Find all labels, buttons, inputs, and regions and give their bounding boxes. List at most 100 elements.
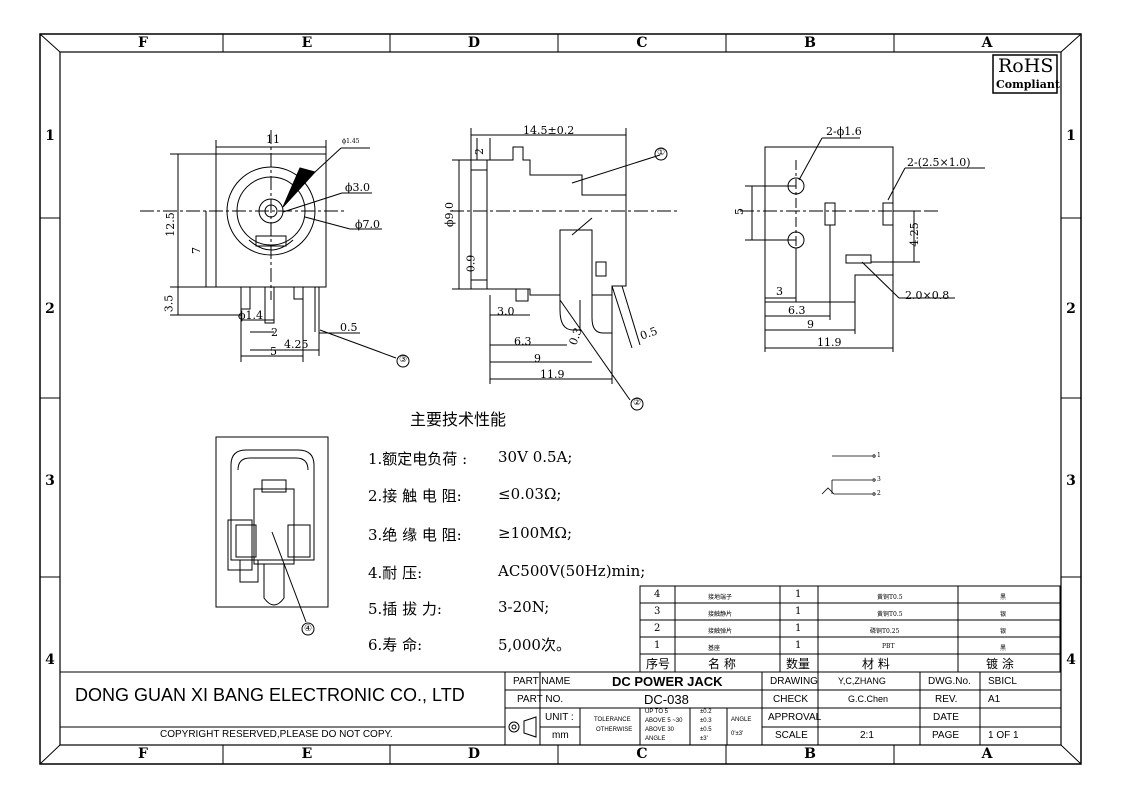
zone-top-6: A	[981, 35, 993, 51]
zone-left-4: 4	[45, 652, 55, 668]
callout-4: ④	[304, 624, 313, 634]
zone-bottom-4: C	[636, 746, 648, 762]
side-dim-dia: ϕ9.0	[443, 202, 456, 227]
bom-row-1-finish: 黑	[1000, 645, 1007, 652]
otherwise-label: OTHERWISE	[596, 727, 633, 733]
zone-top-5: B	[804, 35, 816, 51]
bom-header-no: 序号	[646, 657, 671, 671]
detail-view	[215, 436, 329, 636]
zone-right-3: 3	[1066, 473, 1076, 489]
bom-row-1-no: 1	[654, 640, 661, 651]
bom-row-2-finish: 银	[1000, 628, 1007, 635]
front-dim-425: 4.25	[284, 338, 309, 351]
tol-range-4: ANGLE	[645, 736, 666, 742]
check-label: CHECK	[773, 694, 809, 705]
front-dim-center: 7	[190, 247, 203, 254]
bom-row-2-no: 2	[654, 623, 661, 634]
front-dim-height: 12.5	[163, 212, 177, 237]
switch-schematic	[821, 454, 876, 496]
front-dim-pin-length: 3.5	[162, 294, 176, 313]
tol-value-3: ±0.5	[700, 727, 712, 733]
zone-bottom-5: B	[804, 746, 816, 762]
rohs-title: RoHS	[998, 55, 1054, 77]
zone-right-4: 4	[1066, 652, 1076, 668]
scale-label: SCALE	[775, 730, 808, 741]
side-dim-9: 9	[534, 352, 541, 365]
part-no-label: PART NO.	[517, 694, 564, 705]
drawing-value: Y,C,ZHANG	[838, 676, 886, 686]
side-dim-63: 6.3	[514, 335, 532, 348]
zone-top-3: D	[467, 35, 481, 51]
date-label: DATE	[933, 712, 959, 723]
bom-row-1-material: PBT	[882, 643, 895, 650]
bom-row-2-material: 磷铜T0.25	[870, 628, 900, 635]
bom-row-4-finish: 黑	[1000, 594, 1007, 601]
bom-header-material: 材 料	[862, 657, 890, 671]
unit-label: UNIT :	[545, 712, 574, 723]
bom-row-3-name: 接触静片	[708, 611, 733, 618]
tol-range-2: ABOVE 5 ~30	[645, 718, 683, 724]
part-name-label: PART NAME	[513, 676, 571, 687]
company-name: DONG GUAN XI BANG ELECTRONIC CO., LTD	[75, 685, 465, 705]
spec-value-4: AC500V(50Hz)min;	[498, 562, 646, 580]
bom-row-3-material: 黄铜T0.5	[877, 611, 903, 618]
schematic-pin-1: 1	[877, 452, 881, 459]
tol-value-2: ±0.3	[700, 718, 712, 724]
page-label: PAGE	[932, 730, 960, 741]
schematic-pin-2: 2	[877, 490, 881, 497]
dwg-value: SBICL	[988, 676, 1017, 687]
front-view	[140, 130, 410, 368]
dwg-label: DWG.No.	[928, 676, 971, 687]
bom-header-qty: 数量	[786, 657, 811, 671]
spec-label-1: 1.额定电负荷 :	[368, 450, 468, 468]
check-value: G.C.Chen	[848, 694, 889, 704]
side-dim-119: 11.9	[540, 368, 565, 381]
tol-range-3: ABOVE 30	[645, 727, 675, 733]
bom-row-3-no: 3	[654, 606, 661, 617]
front-dim-d3: ϕ3.0	[345, 181, 370, 194]
zone-left-2: 2	[45, 301, 55, 317]
zone-bottom-2: E	[301, 746, 313, 762]
bom-row-4-material: 黄铜T0.5	[877, 594, 903, 601]
page-value: 1 OF 1	[988, 730, 1019, 741]
callout-3: ③	[399, 355, 408, 365]
spec-heading: 主要技术性能	[410, 410, 507, 429]
rohs-subtitle: Compliant	[996, 78, 1060, 91]
copyright-notice: COPYRIGHT RESERVED,PLEASE DO NOT COPY.	[160, 729, 393, 740]
angle-label: ANGLE	[731, 717, 752, 723]
zone-right-1: 1	[1066, 128, 1076, 144]
zone-right-2: 2	[1066, 301, 1076, 317]
zone-bottom-3: D	[467, 746, 481, 762]
side-dim-2: 2	[473, 148, 486, 155]
tolerance-label: TOLERANCE	[594, 717, 631, 723]
spec-label-4: 4.耐 压:	[368, 564, 423, 582]
front-dim-2: 2	[271, 326, 278, 339]
drawing-label: DRAWING	[770, 676, 818, 687]
bom-row-1-name: 基座	[708, 645, 721, 652]
side-view	[450, 128, 680, 411]
spec-label-6: 6.寿 命:	[368, 636, 423, 654]
bom-header-name: 名 称	[708, 657, 736, 671]
title-block-grid	[60, 671, 1061, 745]
bom-row-2-qty: 1	[795, 623, 802, 634]
pcb-dim-3: 3	[776, 285, 783, 298]
spec-value-1: 30V 0.5A;	[498, 448, 573, 466]
zone-top-2: E	[301, 35, 313, 51]
spec-value-3: ≥100MΩ;	[498, 524, 573, 542]
unit-value: mm	[552, 730, 569, 741]
part-no: DC-038	[644, 692, 689, 707]
zone-left-1: 1	[45, 128, 55, 144]
pcb-dim-63: 6.3	[788, 304, 806, 317]
callout-2: ②	[633, 398, 642, 408]
zone-top-4: C	[636, 35, 648, 51]
bom-row-4-qty: 1	[795, 589, 802, 600]
pcb-dim-5: 5	[733, 208, 746, 215]
tol-range-1: UP TO 5	[645, 709, 669, 715]
front-dim-d7: ϕ7.0	[355, 218, 380, 231]
side-dim-09: 0.9	[464, 254, 478, 273]
spec-value-2: ≤0.03Ω;	[498, 485, 562, 503]
pcb-dim-425: 4.25	[907, 222, 921, 247]
rev-value: A1	[988, 694, 1001, 705]
